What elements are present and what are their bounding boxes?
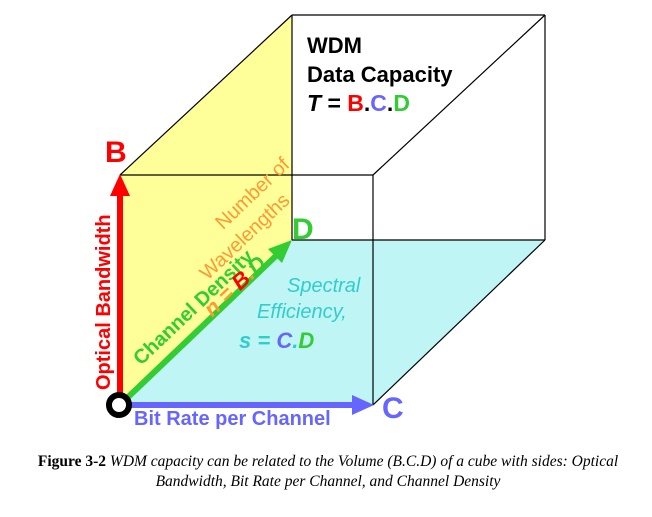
vertex-label-d: D [292, 213, 314, 246]
cyan-face [120, 240, 545, 405]
edge-top-left [119, 14, 293, 176]
axis-bit-rate-arrow [125, 395, 374, 415]
spectral-formula-dot: . [292, 328, 298, 353]
wdm-title-line2: Data Capacity [307, 62, 453, 87]
axis-label-optical-bandwidth: Optical Bandwidth [93, 214, 115, 390]
vertex-label-b: B [105, 136, 127, 169]
axis-channel-density-arrow [121, 240, 292, 404]
axis-optical-bandwidth-arrow [110, 174, 130, 400]
caption-text: WDM capacity can be related to the Volum… [109, 453, 619, 490]
spectral-line2: Efficiency, [257, 301, 347, 323]
caption-label: Figure 3-2 [37, 453, 107, 470]
wdm-formula-d: D [393, 90, 410, 116]
spectral-formula-prefix: s = [239, 328, 276, 353]
edge-bottom-right [372, 239, 546, 406]
spectral-formula-d: D [298, 328, 314, 353]
edge-top-right [372, 14, 546, 176]
wdm-formula-b: B [347, 90, 364, 116]
cube-edges [119, 14, 546, 406]
wdm-formula: T = B.C.D [307, 90, 410, 116]
spectral-formula: s = C.D [239, 328, 314, 353]
axis-label-bit-rate: Bit Rate per Channel [134, 408, 331, 430]
cube-svg: B D C Optical Bandwidth Bit Rate per Cha… [93, 14, 546, 430]
spectral-formula-c: C [276, 328, 293, 353]
wdm-formula-c: C [370, 90, 387, 116]
wdm-formula-t: T [307, 90, 323, 116]
yellow-face [120, 15, 292, 405]
figure-caption: Figure 3-2 WDM capacity can be related t… [8, 452, 648, 492]
wdm-cube-diagram: B D C Optical Bandwidth Bit Rate per Cha… [93, 14, 546, 430]
wdm-title-line1: WDM [307, 33, 362, 58]
wdm-formula-eq: = [321, 90, 347, 116]
wdm-formula-dot2: . [387, 90, 393, 116]
wdm-formula-dot1: . [364, 90, 370, 116]
vertex-label-c: C [382, 392, 404, 425]
origin-marker [106, 392, 132, 418]
spectral-line1: Spectral [287, 275, 361, 297]
